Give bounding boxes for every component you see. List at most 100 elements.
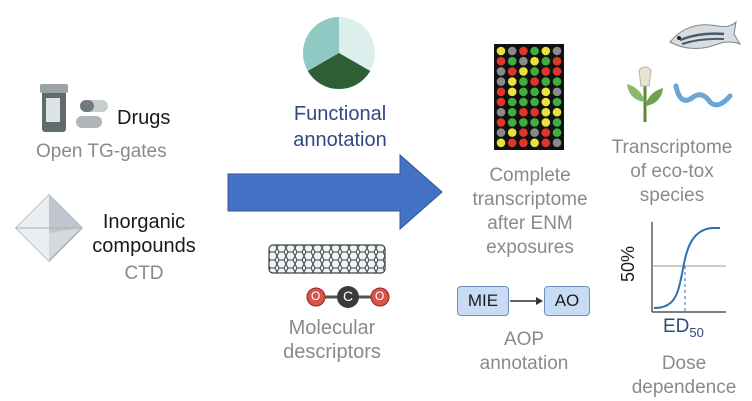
dose-label: Dose dependence: [616, 352, 752, 400]
array-spot: [519, 77, 528, 86]
array-spot: [530, 87, 539, 97]
dose-x-label: ED50: [663, 316, 704, 340]
array-spot: [541, 46, 551, 56]
array-spot: [541, 107, 551, 117]
dose-x-main: ED: [663, 316, 690, 337]
array-spot: [507, 77, 517, 86]
inorganic-subtitle: CTD: [124, 263, 164, 284]
inorganic-title: Inorganic compounds: [86, 210, 202, 258]
array-spot: [552, 67, 562, 76]
transcriptome-label: Complete transcriptome after ENM exposur…: [450, 164, 610, 260]
array-spot: [496, 67, 506, 76]
array-spot: [541, 138, 551, 148]
array-spot: [552, 46, 562, 56]
array-spot: [541, 56, 551, 66]
aop-ao-box: AO: [544, 286, 590, 316]
dose-x-sub: 50: [689, 324, 704, 340]
array-spot: [507, 107, 517, 117]
array-spot: [541, 128, 551, 137]
ecotox-line2: of eco-tox: [630, 161, 714, 182]
array-spot: [507, 56, 517, 66]
flow-arrow: [227, 153, 443, 231]
ecotox-label: Transcriptome of eco-tox species: [592, 136, 752, 208]
co2-molecule: O C O: [303, 284, 393, 310]
array-spot: [519, 138, 528, 148]
aop-line1: AOP: [503, 329, 545, 350]
array-spot: [530, 46, 539, 56]
array-spot: [541, 87, 551, 97]
array-spot: [552, 87, 562, 97]
array-spot: [530, 97, 539, 107]
drugs-title: Drugs: [117, 107, 171, 129]
array-spot: [519, 46, 528, 56]
array-spot: [552, 138, 562, 148]
array-spot: [552, 128, 562, 137]
array-spot: [519, 118, 528, 127]
array-spot: [541, 118, 551, 127]
array-spot: [519, 87, 528, 97]
array-spot: [496, 56, 506, 66]
dose-line2: dependence: [631, 377, 737, 398]
array-spot: [496, 138, 506, 148]
array-spot: [519, 67, 528, 76]
array-spot: [496, 107, 506, 117]
array-spot: [496, 128, 506, 137]
array-spot: [552, 97, 562, 107]
array-spot: [507, 67, 517, 76]
array-spot: [496, 97, 506, 107]
aop-line2: annotation: [479, 353, 569, 374]
functional-label: Functional annotation: [270, 101, 410, 153]
molecular-line2: descriptors: [283, 341, 381, 363]
molecular-label: Molecular descriptors: [262, 316, 402, 364]
array-spot: [519, 56, 528, 66]
atom-c: C: [343, 288, 354, 304]
inorganic-line2: compounds: [92, 235, 196, 257]
molecular-line1: Molecular: [288, 317, 376, 339]
array-spot: [552, 107, 562, 117]
array-spot: [496, 77, 506, 86]
array-spot: [552, 56, 562, 66]
atom-o-left: O: [311, 289, 321, 303]
array-spot: [519, 97, 528, 107]
array-spot: [496, 87, 506, 97]
array-spot: [507, 97, 517, 107]
array-spot: [507, 128, 517, 137]
transcriptome-line2: transcriptome: [472, 189, 588, 210]
array-spot: [530, 107, 539, 117]
array-spot: [519, 107, 528, 117]
dose-line1: Dose: [661, 353, 707, 374]
crystal-icon: [14, 193, 84, 263]
array-spot: [530, 77, 539, 86]
array-spot: [496, 118, 506, 127]
functional-line2: annotation: [293, 129, 387, 151]
transcriptome-line4: exposures: [486, 237, 574, 258]
array-spot: [541, 97, 551, 107]
atom-o-right: O: [375, 289, 385, 303]
array-spot: [519, 128, 528, 137]
array-spot: [507, 46, 517, 56]
array-spot: [541, 77, 551, 86]
pill-bottle-icon: [40, 84, 110, 134]
array-spot: [530, 56, 539, 66]
ecotox-line3: species: [639, 185, 705, 206]
aop-label: AOP annotation: [464, 328, 584, 376]
array-spot: [530, 67, 539, 76]
dose-y-label: 50%: [618, 245, 638, 283]
aop-mie-label: MIE: [467, 291, 499, 310]
dose-curve: [650, 222, 726, 314]
aop-arrow: [510, 294, 544, 308]
array-spot: [552, 77, 562, 86]
array-spot: [507, 87, 517, 97]
transcriptome-line3: after ENM: [487, 213, 573, 234]
transcriptome-line1: Complete: [489, 165, 571, 186]
array-spot: [507, 138, 517, 148]
inorganic-line1: Inorganic: [102, 211, 186, 233]
array-spot: [496, 46, 506, 56]
zebrafish-icon: [666, 12, 742, 58]
drugs-subtitle: Open TG-gates: [36, 141, 167, 162]
nanotube-icon: [268, 244, 386, 274]
worm-icon: [672, 76, 734, 110]
microarray-icon: [494, 44, 564, 150]
plant-icon: [623, 66, 667, 122]
ecotox-line1: Transcriptome: [611, 137, 733, 158]
